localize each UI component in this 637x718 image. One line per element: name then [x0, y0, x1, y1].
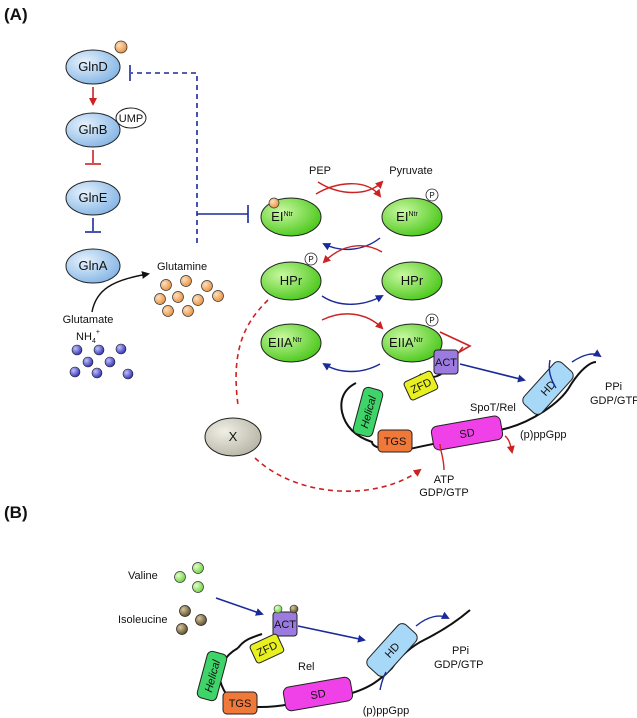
- rel-linker-b: [237, 633, 263, 649]
- glutamate-pool: [69, 343, 134, 380]
- glutamine-bound-ei: [268, 197, 280, 209]
- eiia-ntr-p-label: EIIANtr: [389, 335, 424, 350]
- x-node: [204, 417, 262, 457]
- ei-ntr-p-label: EINtr: [396, 209, 418, 224]
- valine-label: Valine: [128, 570, 158, 582]
- svg-text:ACT: ACT: [274, 619, 296, 631]
- tgs-domain-b: TGS: [222, 691, 258, 715]
- isoleucine-pool: [176, 605, 207, 635]
- atp-label: ATP: [434, 474, 455, 486]
- act-to-hd-arrow: [459, 363, 526, 383]
- eiia-ntr-p-node: [381, 323, 443, 363]
- rel-label: Rel: [298, 661, 315, 673]
- glna-label: GlnA: [79, 258, 108, 273]
- glutamine-inhibits-glnd-dashed: [131, 72, 198, 243]
- hpr-label: HPr: [401, 273, 424, 288]
- sd-domain-b: SD: [282, 676, 354, 712]
- phospho-hpr-label: P: [308, 255, 313, 264]
- gdp-gtp-label-a: GDP/GTP: [590, 395, 637, 407]
- hpr-p-transfer-arrow: [321, 295, 384, 305]
- phospho-hpr: [304, 252, 318, 266]
- glne-label: GlnE: [79, 190, 108, 205]
- hpr-node: [381, 261, 443, 301]
- atp-input-arrow: [439, 443, 445, 471]
- ppi-label-a: PPi: [605, 381, 622, 393]
- panel-b-label: (B): [4, 503, 28, 522]
- pyruvate-label: Pyruvate: [389, 165, 432, 177]
- svg-text:ACT: ACT: [435, 357, 457, 369]
- ei-to-hpr-phospho-arrow: [322, 245, 383, 264]
- phospho-ei-label: P: [429, 191, 434, 200]
- ei-ntr-p-node: [381, 197, 443, 237]
- glutamate-to-glutamine-arrow: [91, 271, 150, 313]
- glutamine-bound-glnd: [114, 40, 128, 54]
- glnb-label: GlnB: [79, 122, 108, 137]
- ppgpp-input-hd-b: [379, 671, 387, 691]
- isoleucine-label: Isoleucine: [118, 614, 168, 626]
- svg-text:SD: SD: [310, 688, 327, 702]
- glutamine-label: Glutamine: [157, 261, 207, 273]
- phospho-eiia: [425, 313, 439, 327]
- ppgpp-label-b: (p)ppGpp: [363, 705, 409, 717]
- helical-domain-b: Helical: [196, 650, 228, 702]
- ump-modification: [115, 107, 147, 129]
- gdp-gtp-label-b: GDP/GTP: [434, 659, 484, 671]
- eiia-p-return-arrow: [322, 362, 381, 373]
- panel-a-label: (A): [4, 5, 28, 24]
- svg-text:SD: SD: [459, 427, 476, 441]
- x-label: X: [229, 429, 238, 444]
- pep-label: PEP: [309, 165, 331, 177]
- valine-bound-act: [273, 604, 283, 614]
- sd-synthesis-arrow: [504, 435, 515, 454]
- hpr-to-x-dashed: [235, 299, 269, 406]
- amino-acids-to-act-arrow: [215, 597, 264, 616]
- glnb-node: [65, 112, 121, 148]
- glutamate-label: Glutamate: [63, 314, 114, 326]
- glna-node: [65, 248, 121, 284]
- glutamine-pool: [154, 275, 224, 317]
- spot-rel-label: SpoT/Rel: [470, 402, 516, 414]
- hd-hydrolysis-arrow: [571, 349, 602, 363]
- glnd-label: GlnD: [78, 59, 108, 74]
- nh4-label: NH4+: [76, 329, 100, 345]
- isoleucine-bound-act: [289, 604, 299, 614]
- x-to-sd-dashed-arrow: [254, 457, 422, 492]
- ei-p-return-arrow: [322, 237, 381, 251]
- valine-pool: [174, 562, 204, 593]
- ei-ntr-label: EINtr: [271, 209, 293, 224]
- ppi-label-b: PPi: [452, 645, 469, 657]
- phospho-eiia-label: P: [429, 316, 434, 325]
- eiia-inhibits-act: [439, 331, 472, 355]
- svg-text:TGS: TGS: [384, 436, 407, 448]
- ppgpp-label-a: (p)ppGpp: [520, 429, 566, 441]
- pep-to-pyruvate-arrow: [317, 180, 384, 194]
- act-domain-b: ACT: [272, 611, 298, 637]
- ppgpp-input-hd-a: [548, 359, 557, 389]
- eiia-ntr-node: [260, 323, 322, 363]
- gdp-gtp-label-a-bottom: GDP/GTP: [419, 487, 469, 499]
- hd-hydrolysis-arrow-b: [415, 611, 450, 627]
- helical-domain-a: Helical: [352, 386, 384, 438]
- zfd-domain-b: ZFD: [249, 633, 285, 664]
- glne-node: [65, 180, 121, 216]
- eiia-ntr-label: EIIANtr: [268, 335, 303, 350]
- phospho-ei: [425, 188, 439, 202]
- svg-text:TGS: TGS: [229, 698, 252, 710]
- hpr-p-label: HPr: [280, 273, 303, 288]
- zfd-domain-a: ZFD: [403, 370, 439, 401]
- glnd-node: [65, 49, 121, 85]
- hd-domain-b: HD: [366, 623, 418, 677]
- act-domain-a: ACT: [433, 349, 459, 375]
- ump-label: UMP: [119, 113, 143, 125]
- act-to-hd-arrow-b: [297, 625, 366, 643]
- hpr-p-node: [260, 261, 322, 301]
- hpr-to-eiia-phospho-arrow: [321, 313, 384, 330]
- sd-domain-a: SD: [430, 415, 504, 451]
- ei-phosphorylation-arrow: [315, 183, 382, 198]
- tgs-domain-a: TGS: [377, 429, 413, 453]
